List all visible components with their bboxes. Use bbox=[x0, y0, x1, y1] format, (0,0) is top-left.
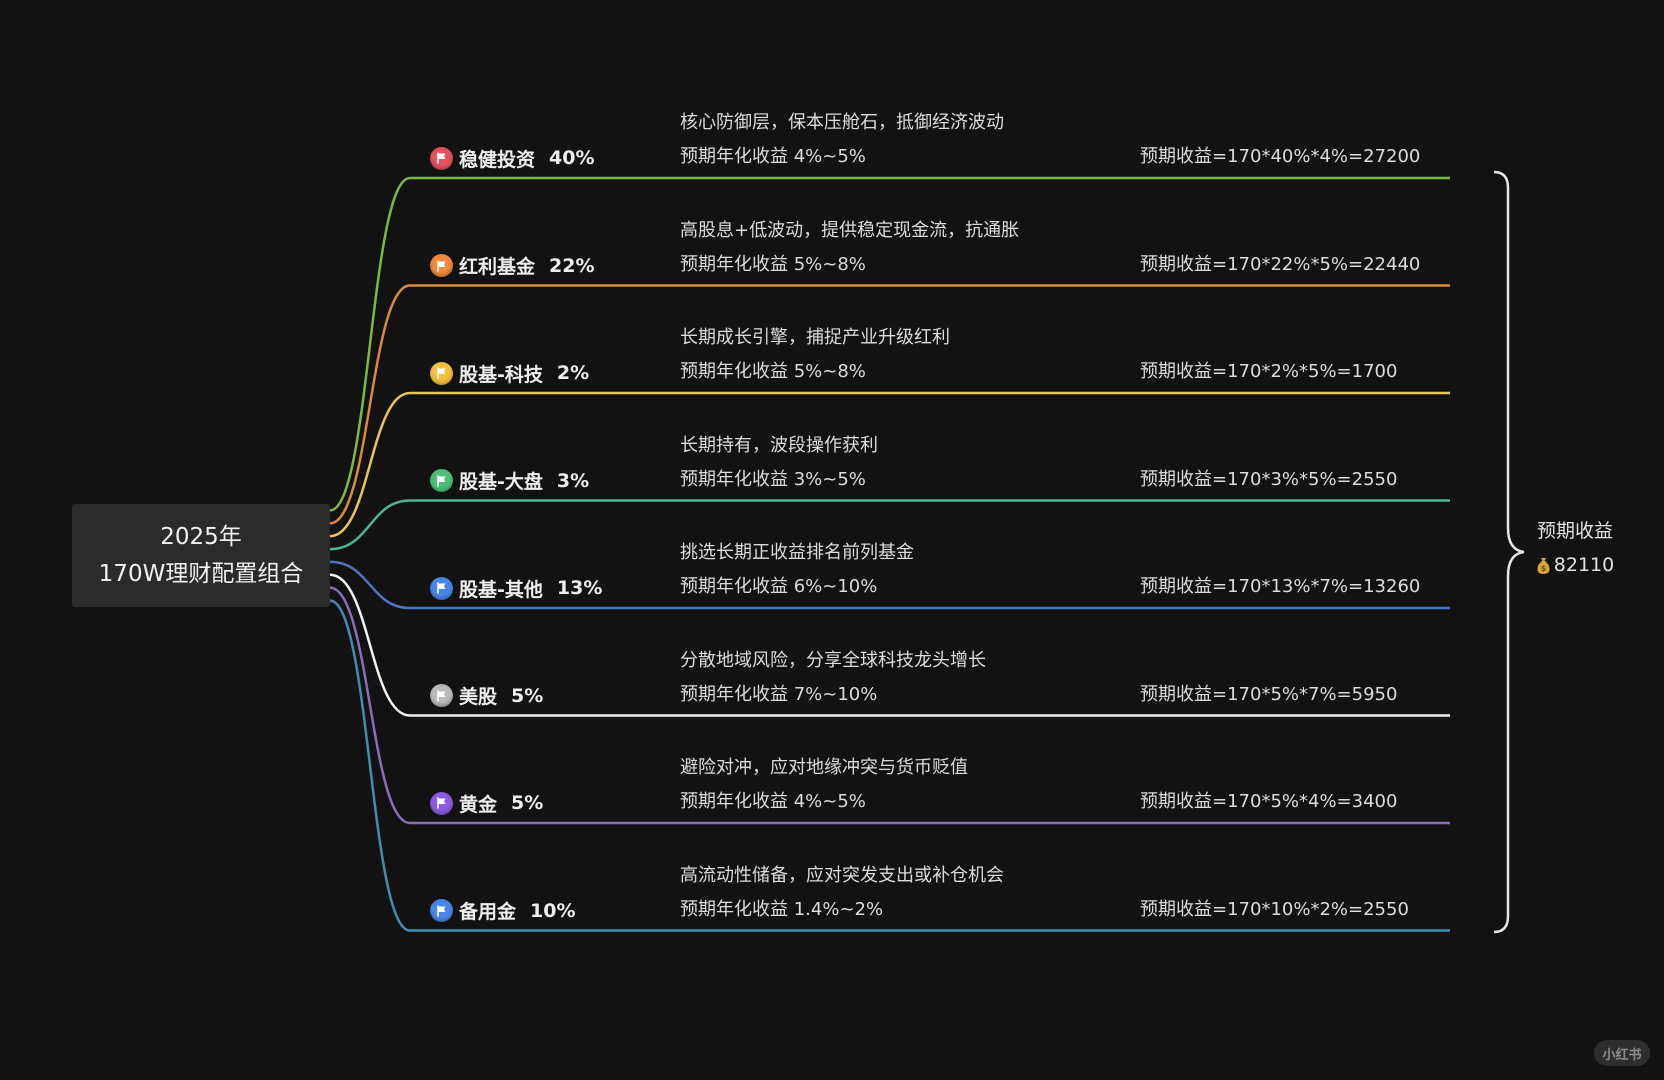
branch-description: 避险对冲，应对地缘冲突与货币贬值 bbox=[680, 757, 968, 778]
branch-name: 备用金 bbox=[459, 901, 517, 923]
branch-expected-return: 预期收益=170*5%*4%=3400 bbox=[1140, 791, 1398, 812]
branch-node[interactable]: 备用金 10% bbox=[430, 896, 576, 926]
branch-expected-rate: 预期年化收益 4%~5% bbox=[680, 791, 866, 812]
branch-node[interactable]: 股基-其他 13% bbox=[430, 573, 602, 603]
branch-name: 股基-其他 bbox=[459, 578, 543, 601]
branch-node[interactable]: 股基-科技 2% bbox=[430, 358, 589, 388]
branch-node[interactable]: 股基-大盘 3% bbox=[430, 466, 589, 496]
flag-icon bbox=[430, 254, 453, 277]
flag-icon bbox=[430, 576, 453, 600]
branch-description: 长期成长引擎，捕捉产业升级红利 bbox=[680, 327, 950, 348]
flag-icon bbox=[430, 684, 453, 707]
branch-expected-return: 预期收益=170*5%*7%=5950 bbox=[1140, 683, 1398, 705]
branch-expected-rate: 预期年化收益 1.4%~2% bbox=[680, 898, 884, 920]
branch-description: 核心防御层，保本压舱石，抵御经济波动 bbox=[680, 112, 1004, 133]
branch-expected-rate: 预期年化收益 5%~8% bbox=[680, 253, 866, 275]
branch-percentage: 10% bbox=[530, 899, 576, 922]
branch-name: 美股 bbox=[459, 686, 498, 708]
root-node[interactable]: 2025年 170W理财配置组合 bbox=[72, 504, 330, 607]
flag-icon bbox=[430, 361, 453, 385]
branch-name: 红利基金 bbox=[459, 256, 536, 278]
branch-description: 高股息+低波动，提供稳定现金流，抗通胀 bbox=[680, 219, 1020, 241]
root-title-year: 2025年 bbox=[160, 523, 242, 550]
root-title-portfolio: 170W理财配置组合 bbox=[98, 560, 304, 587]
flag-icon bbox=[430, 899, 453, 922]
branch-expected-return: 预期收益=170*40%*4%=27200 bbox=[1140, 146, 1421, 167]
branch-percentage: 40% bbox=[549, 147, 595, 169]
branch-expected-return: 预期收益=170*3%*5%=2550 bbox=[1140, 468, 1398, 490]
branch-name: 稳健投资 bbox=[459, 148, 536, 171]
branch-expected-rate: 预期年化收益 4%~5% bbox=[680, 146, 866, 167]
flag-icon bbox=[430, 791, 453, 815]
branch-connector bbox=[329, 599, 1450, 932]
branch-node[interactable]: 美股 5% bbox=[430, 681, 543, 711]
branch-connector bbox=[329, 573, 1450, 717]
svg-text:$: $ bbox=[1540, 564, 1546, 573]
flag-icon bbox=[430, 469, 453, 492]
branch-name: 股基-科技 bbox=[459, 363, 543, 386]
branch-connector bbox=[329, 499, 1450, 551]
branch-percentage: 22% bbox=[549, 254, 595, 277]
branch-description: 分散地域风险，分享全球科技龙头增长 bbox=[680, 649, 986, 671]
branch-percentage: 3% bbox=[556, 469, 590, 492]
branch-expected-return: 预期收益=170*13%*7%=13260 bbox=[1140, 576, 1421, 597]
branch-expected-return: 预期收益=170*22%*5%=22440 bbox=[1140, 253, 1421, 275]
branch-expected-return: 预期收益=170*2%*5%=1700 bbox=[1140, 361, 1398, 382]
branch-connector bbox=[329, 176, 1450, 512]
branch-connector bbox=[329, 586, 1450, 825]
branch-name: 黄金 bbox=[459, 793, 498, 816]
branch-name: 股基-大盘 bbox=[459, 471, 543, 493]
branch-description: 长期持有，波段操作获利 bbox=[680, 434, 878, 456]
branch-description: 挑选长期正收益排名前列基金 bbox=[680, 542, 914, 563]
summary-label: 预期收益 bbox=[1536, 520, 1613, 542]
branch-node[interactable]: 黄金 5% bbox=[430, 788, 543, 818]
branch-expected-return: 预期收益=170*10%*2%=2550 bbox=[1140, 898, 1409, 920]
branch-node[interactable]: 稳健投资 40% bbox=[430, 143, 595, 173]
branch-expected-rate: 预期年化收益 3%~5% bbox=[680, 468, 866, 490]
summary-total-value: 82110 bbox=[1553, 554, 1615, 576]
watermark-badge: 小红书 bbox=[1594, 1040, 1650, 1066]
branch-percentage: 13% bbox=[556, 577, 603, 599]
branch-node[interactable]: 红利基金 22% bbox=[430, 251, 595, 281]
summary-node[interactable]: 预期收益 $ 82110 bbox=[1530, 522, 1620, 575]
summary-total-row: $ 82110 bbox=[1530, 556, 1620, 575]
flag-icon bbox=[430, 146, 453, 170]
branch-expected-rate: 预期年化收益 7%~10% bbox=[680, 683, 878, 705]
branch-connector bbox=[329, 284, 1450, 525]
branch-description: 高流动性储备，应对突发支出或补仓机会 bbox=[680, 864, 1004, 886]
branch-connector bbox=[329, 391, 1450, 538]
summary-brace bbox=[1493, 170, 1525, 934]
branch-expected-rate: 预期年化收益 6%~10% bbox=[680, 576, 878, 597]
branch-percentage: 5% bbox=[511, 684, 544, 707]
branch-percentage: 2% bbox=[556, 362, 590, 384]
money-bag-icon: $ bbox=[1537, 557, 1550, 574]
branch-percentage: 5% bbox=[511, 792, 544, 814]
branch-expected-rate: 预期年化收益 5%~8% bbox=[680, 361, 866, 382]
branch-connector bbox=[329, 560, 1450, 610]
